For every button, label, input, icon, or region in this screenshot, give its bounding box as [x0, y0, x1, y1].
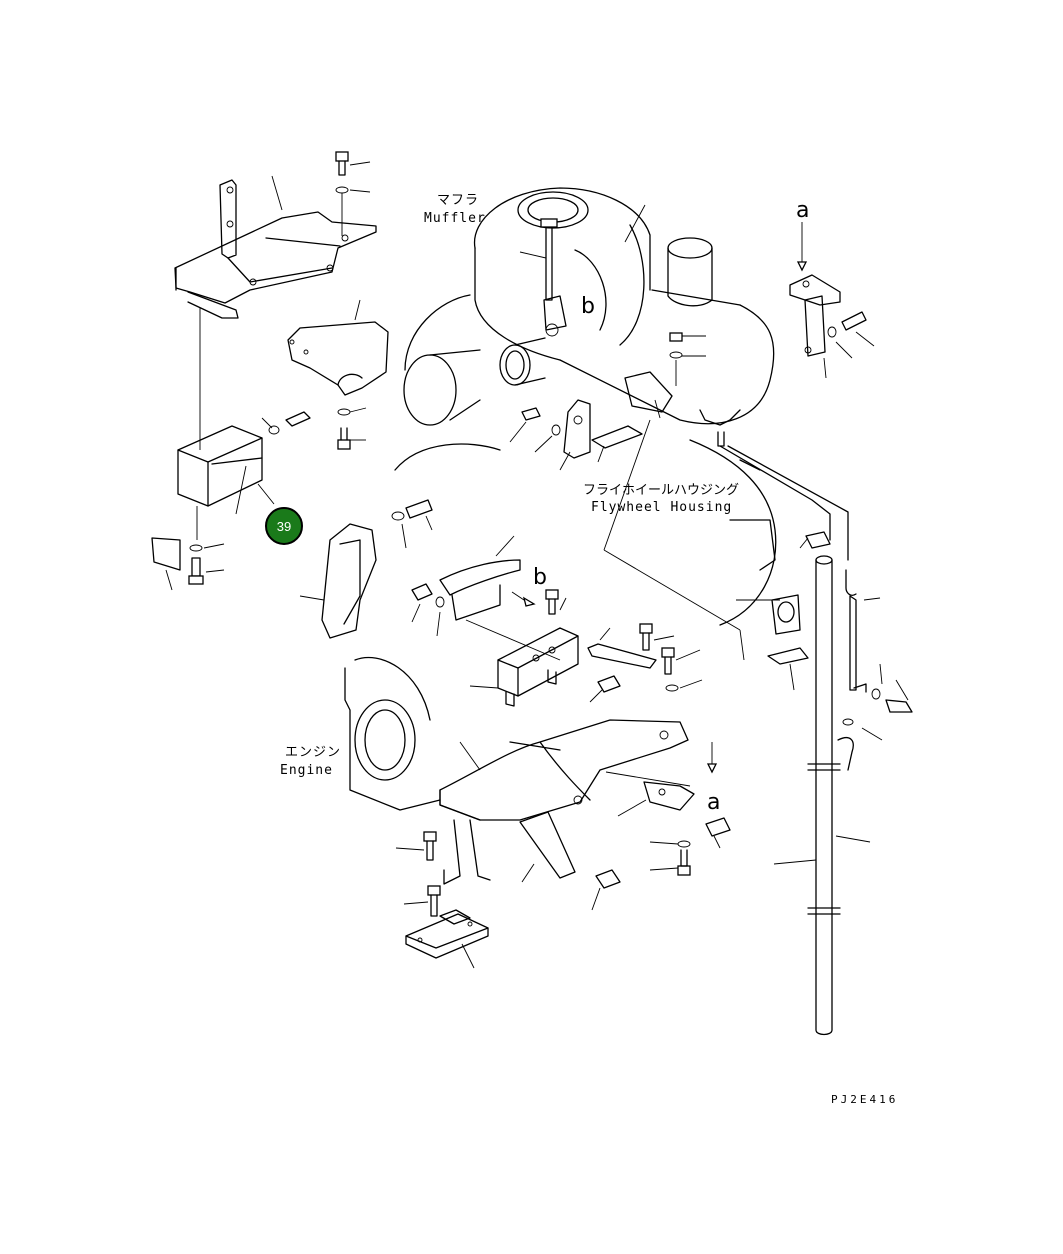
bolt-washer-mid	[261, 407, 367, 450]
exhaust-tail-pipe	[717, 431, 913, 1036]
turbo-outline	[394, 294, 501, 471]
heat-shield-plate	[287, 299, 389, 396]
muffler-body	[473, 187, 775, 426]
muffler-label-en: Muffler	[424, 211, 486, 226]
lower-bolts	[395, 742, 731, 917]
engine-outline	[344, 656, 441, 811]
lower-left-bracket	[151, 537, 225, 591]
muffler-support-bracket	[509, 399, 643, 471]
base-pad	[405, 909, 489, 969]
ref-b-mid: b	[533, 565, 547, 590]
flywheel-housing-outline	[689, 439, 809, 691]
flywheel-label-en: Flywheel Housing	[591, 500, 733, 515]
upper-bracket	[174, 179, 377, 319]
ref-a-top: a	[796, 198, 810, 223]
engine-mount-middle	[469, 623, 703, 707]
drawing-code: PJ2E416	[831, 1093, 899, 1106]
muffler-bracket-right	[789, 222, 875, 379]
middle-bolts	[411, 583, 567, 637]
upper-cradle-pad	[439, 535, 561, 661]
cover-box	[177, 308, 275, 540]
engine-label-jp: エンジン	[285, 745, 342, 760]
engine-label-en: Engine	[280, 763, 333, 778]
label-leaders	[603, 419, 745, 661]
ref-a-bottom: a	[707, 790, 721, 815]
callout-39[interactable]: 39	[265, 507, 303, 545]
bolt-washer-top	[271, 151, 371, 236]
mount-bracket-left	[299, 499, 433, 639]
flywheel-label-jp: フライホイールハウジング	[583, 483, 740, 498]
ref-b-top: b	[581, 294, 595, 319]
lower-cradle	[439, 719, 695, 885]
muffler-label-jp: マフラ	[437, 193, 480, 208]
